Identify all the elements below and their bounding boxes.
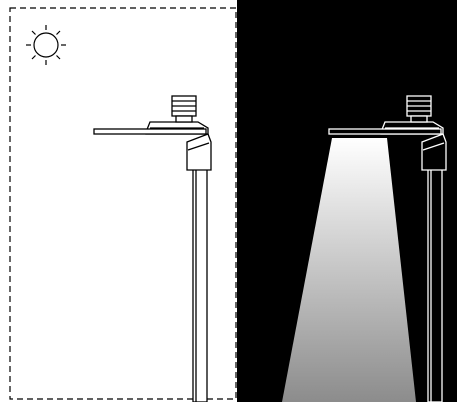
lamp-arm [93, 128, 207, 135]
pole [192, 167, 208, 402]
day-panel [9, 7, 237, 402]
sun-icon [26, 25, 66, 65]
night-panel [237, 0, 457, 402]
pole-bracket [421, 133, 447, 171]
day-panel-dashed-border [9, 7, 237, 400]
pole-bracket [186, 133, 212, 171]
streetlight-night [328, 95, 447, 402]
pole [427, 167, 443, 402]
lamp-arm [328, 128, 442, 135]
streetlight-day [93, 95, 212, 402]
light-beam [282, 138, 416, 402]
